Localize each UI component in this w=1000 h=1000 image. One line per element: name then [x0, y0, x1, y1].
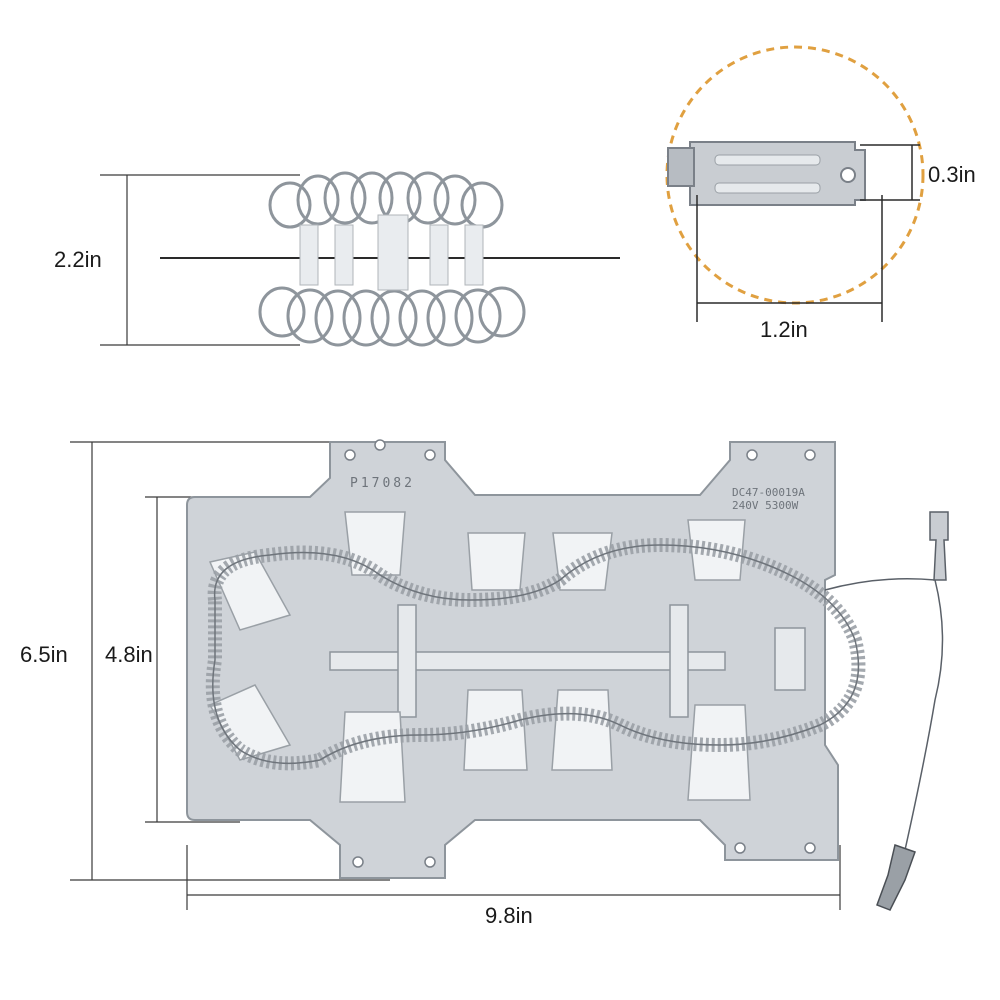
terminal-length-dimension-line	[696, 195, 883, 322]
terminal-width-dimension-line	[860, 144, 920, 201]
coil-height-dimension-line	[100, 174, 300, 346]
terminal-width-label: 0.3in	[928, 162, 976, 187]
plate-stamp-model: DC47-00019A	[732, 486, 805, 499]
side-insulators	[299, 214, 484, 291]
plate-stamp-serial: P17082	[350, 476, 415, 491]
upper-coil-row	[268, 171, 504, 229]
lower-terminal	[876, 844, 916, 911]
terminal-length-label: 1.2in	[760, 317, 808, 342]
upper-terminal	[929, 511, 949, 581]
coil-span-label: 4.8in	[105, 642, 153, 667]
plate-length-dimension-line	[186, 845, 841, 910]
cross-brace	[329, 604, 726, 718]
insulator-tabs	[208, 511, 751, 803]
plate-stamp-rating: 240V 5300W	[732, 499, 799, 512]
mounting-holes	[344, 439, 816, 868]
plate-length-label: 9.8in	[485, 903, 533, 928]
coil-height-label: 2.2in	[54, 247, 102, 272]
lead-wire	[824, 578, 944, 851]
lower-coil-row	[258, 286, 526, 347]
terminal-bracket	[774, 627, 806, 691]
plate-height-label: 6.5in	[20, 642, 68, 667]
